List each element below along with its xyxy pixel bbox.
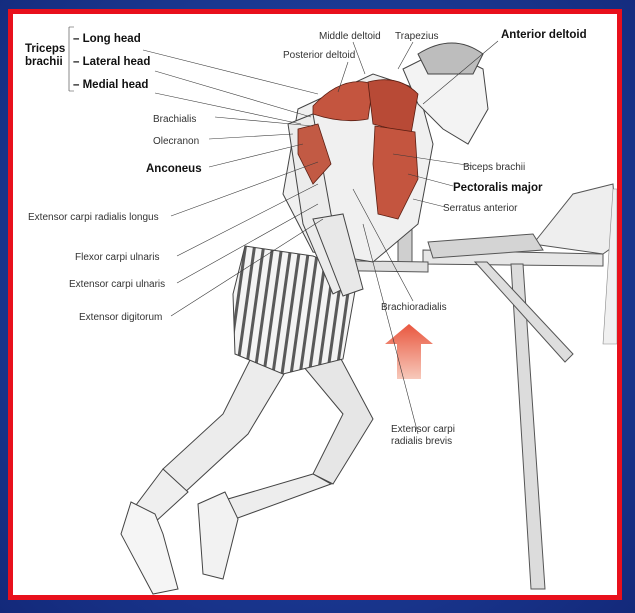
label-biceps-brachii: Biceps brachii <box>463 162 525 173</box>
posterior-deltoid-muscle <box>313 82 373 121</box>
label-triceps: Triceps <box>25 43 65 55</box>
hair <box>418 43 483 74</box>
label-serratus-anterior: Serratus anterior <box>443 203 518 214</box>
label-brachioradialis: Brachioradialis <box>381 302 447 313</box>
shin-right <box>228 474 331 519</box>
label-olecranon: Olecranon <box>153 136 199 147</box>
upward-arrow <box>385 324 433 379</box>
label-anconeus: Anconeus <box>146 163 202 175</box>
label-extensor-digitorum: Extensor digitorum <box>79 312 162 323</box>
label-pectoralis-major: Pectoralis major <box>453 182 543 194</box>
label-ext-carpi-radialis-brevis-2: radialis brevis <box>391 436 452 447</box>
label-medial-head: – Medial head <box>73 79 148 91</box>
label-trapezius: Trapezius <box>395 31 439 42</box>
label-brachii: brachii <box>25 56 63 68</box>
illustration-frame: Triceps brachii – Long head – Lateral he… <box>8 9 622 600</box>
dip-exercise-anatomy-diagram: Triceps brachii – Long head – Lateral he… <box>13 14 617 595</box>
label-long-head: – Long head <box>73 33 141 45</box>
label-brachialis: Brachialis <box>153 114 196 125</box>
label-flexor-carpi-ulnaris: Flexor carpi ulnaris <box>75 252 159 263</box>
label-anterior-deltoid: Anterior deltoid <box>501 29 587 41</box>
label-ext-carpi-radialis-brevis-1: Extensor carpi <box>391 424 455 435</box>
label-ext-carpi-ulnaris: Extensor carpi ulnaris <box>69 279 165 290</box>
athlete-figure <box>121 43 488 594</box>
label-middle-deltoid: Middle deltoid <box>319 31 381 42</box>
label-ext-carpi-radialis-longus: Extensor carpi radialis longus <box>28 212 159 223</box>
shoe-left <box>121 502 178 594</box>
label-lateral-head: – Lateral head <box>73 56 150 68</box>
label-posterior-deltoid: Posterior deltoid <box>283 50 355 61</box>
